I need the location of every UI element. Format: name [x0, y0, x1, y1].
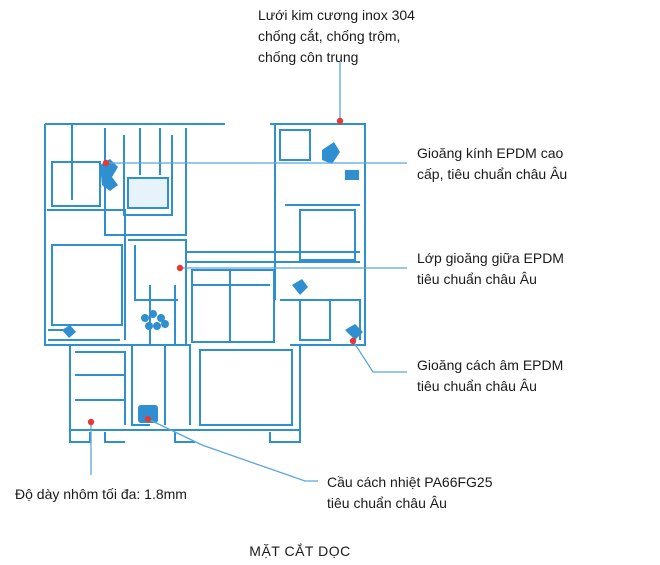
- middle-gasket-line-2: tiêu chuẩn châu Âu: [417, 271, 537, 287]
- thermal-break-line-2: tiêu chuẩn châu Âu: [327, 495, 447, 511]
- glass-gasket-line-2: cấp, tiêu chuẩn châu Âu: [417, 166, 568, 182]
- marker-thickness: [87, 418, 95, 426]
- mesh-callout: Lưới kim cương inox 304 chống cắt, chống…: [258, 5, 415, 68]
- sound-gasket-line-1: Gioăng cách âm EPDM: [417, 357, 564, 373]
- leader-lines: [90, 62, 407, 482]
- middle-gasket-callout: Lớp gioăng giữa EPDM tiêu chuẩn châu Âu: [417, 248, 564, 290]
- marker-sound-gasket: [349, 337, 357, 345]
- glass-gasket-callout: Gioăng kính EPDM cao cấp, tiêu chuẩn châ…: [417, 143, 567, 185]
- thermal-break-line-1: Cầu cách nhiệt PA66FG25: [327, 474, 493, 490]
- middle-gasket-line-1: Lớp gioăng giữa EPDM: [417, 250, 564, 266]
- mesh-callout-line-2: chống cắt, chống trộm,: [258, 28, 401, 44]
- marker-glass-gasket: [102, 159, 110, 167]
- leader-sound-gasket: [352, 340, 407, 373]
- gasket-shapes: [62, 142, 363, 340]
- thermal-break-callout: Cầu cách nhiệt PA66FG25 tiêu chuẩn châu …: [327, 472, 493, 514]
- aluminum-profile: [44, 123, 366, 443]
- thickness-callout: Độ dày nhôm tối đa: 1.8mm: [15, 484, 187, 505]
- thickness-line-1: Độ dày nhôm tối đa: 1.8mm: [15, 486, 187, 502]
- mesh-callout-line-1: Lưới kim cương inox 304: [258, 7, 415, 23]
- marker-dots: [87, 117, 357, 426]
- marker-thermal-break: [144, 415, 152, 423]
- marker-mesh: [336, 117, 344, 125]
- glass-gasket-line-1: Gioăng kính EPDM cao: [417, 145, 564, 161]
- thermal-break-insert: [138, 310, 169, 423]
- mesh-callout-line-3: chống côn trung: [258, 49, 359, 65]
- leader-thermal-break: [147, 418, 318, 482]
- sound-gasket-callout: Gioăng cách âm EPDM tiêu chuẩn châu Âu: [417, 355, 563, 397]
- diagram-caption: MẶT CẮT DỌC: [249, 543, 351, 559]
- sound-gasket-line-2: tiêu chuẩn châu Âu: [417, 378, 537, 394]
- marker-middle-gasket: [176, 264, 184, 272]
